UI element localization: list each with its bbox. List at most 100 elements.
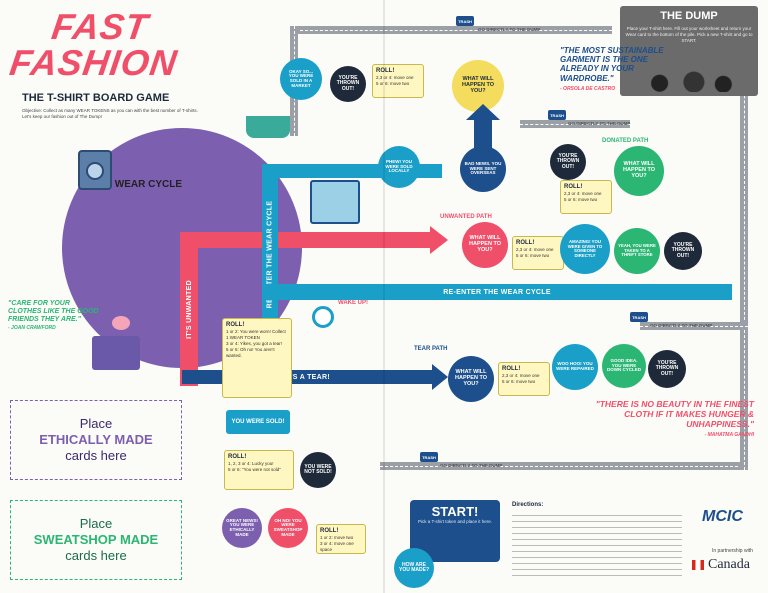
place-sweatshop-line1: Place [79,515,113,531]
laundry-basket-icon [246,116,290,138]
place-ethically-line2: ETHICALLY MADE [39,431,153,447]
directions-title: Directions: [512,502,544,508]
roll-card-sold: ROLL! 1, 2, 3 or 4: Lucky you! 5 or 6: "… [224,450,294,490]
roll-card-1-title: ROLL! [376,68,395,74]
wake-up-label: WAKE UP! [338,300,368,306]
quote-1: "THE MOST SUSTAINABLE GARMENT IS THE ONE… [560,46,680,93]
sold-locally-circle: PHEW! YOU WERE SOLD LOCALLY [378,146,420,188]
go-dump-4: GO DIRECTLY TO THE DUMP [440,463,503,468]
roll-card-2-line1: 2,3 or 4: move one [564,191,602,197]
roll-card-main-line1: 1 or 2: You were worn! Collect 1 WEAR TO… [226,329,286,341]
unwanted-arrow-head [430,226,448,254]
roll-card-1: ROLL! 2,3 or 4: move one 5 or 6: move tw… [372,64,424,98]
sent-overseas-circle: BAD NEWS. YOU WERE SENT OVERSEAS [460,146,506,192]
what-happen-circle-2: WHAT WILL HAPPEN TO YOU? [614,146,664,196]
unwanted-path-label: UNWANTED PATH [440,214,492,220]
what-happen-circle-1: WHAT WILL HAPPEN TO YOU? [452,60,504,112]
roll-card-main-line3: 5 or 6: Oh no! You aren't wanted. [226,347,275,359]
unwanted-band: IT'S UNWANTED [180,232,198,386]
how-made-circle: HOW ARE YOU MADE? [394,548,434,588]
wardrobe-icon [310,180,360,224]
roll-card-sold-line2: 5 or 6: "You were not sold" [228,467,281,473]
thrown-out-circle-2: YOU'RE THROWN OUT! [550,144,586,180]
what-happen-circle-3: WHAT WILL HAPPEN TO YOU? [462,222,508,268]
road-bottom [380,462,748,470]
roll-card-4-line1: 2,3 or 4: move one [502,373,540,379]
road-right-lower [740,330,748,470]
not-sold-circle: YOU WERE NOT SOLD! [300,452,336,488]
donated-path-label: DONATED PATH [602,138,649,144]
quote-3-text: "THERE IS NO BEAUTY IN THE FINEST CLOTH … [595,399,754,429]
place-ethically-line3: cards here [65,448,127,464]
mcic-logo: MCIC [702,508,743,525]
dresser-icon [92,336,140,370]
place-sweatshop-area[interactable]: Place SWEATSHOP MADE cards here [10,500,182,580]
directions-lines [512,510,682,580]
canada-wordmark: Canada [708,557,750,572]
trash-bags-icon [640,70,738,92]
tear-band: IT'S A TEAR! [182,370,432,384]
given-someone-circle: AMAZING! YOU WERE GIVEN TO SOMEONE DIREC… [560,224,610,274]
repaired-circle: WOO HOO! YOU WERE REPAIRED [552,344,598,390]
roll-card-start: ROLL! 1 or 2: move two 3 or 4: move one … [316,524,366,554]
place-ethically-area[interactable]: Place ETHICALLY MADE cards here [10,400,182,480]
trash-truck-2: TRASH [548,110,566,120]
quote-2-author: - JOAN CRAWFORD [8,325,56,332]
overseas-arrow [474,118,492,148]
road-right-vertical [740,40,748,330]
reenter-horizontal-band: RE-ENTER THE WEAR CYCLE [262,284,732,300]
reenter-horizontal-label: RE-ENTER THE WEAR CYCLE [443,288,551,296]
title-fashion: FASHION [7,42,180,83]
the-dump: THE DUMP Place your T-shirt here. Fill o… [620,6,758,96]
roll-card-2-title: ROLL! [564,184,583,190]
partner-label: In partnership with [712,548,753,554]
roll-card-start-title: ROLL! [320,528,339,534]
overseas-arrow-head [466,104,500,120]
sweatshop-made-circle: OH NO! YOU WERE SWEATSHOP MADE [268,508,308,548]
unwanted-label: IT'S UNWANTED [185,279,193,339]
quote-1-author: - ORSOLA DE CASTRO [560,85,616,92]
canada-flag-icon [692,560,704,570]
reenter-vertical-band: RE-ENTER THE WEAR CYCLE [262,164,278,344]
subtitle: THE T-SHIRT BOARD GAME [22,92,170,104]
roll-card-sold-title: ROLL! [228,454,247,460]
trash-truck-4: TRASH [420,452,438,462]
roll-card-2-line2: 5 or 6: move two [564,197,598,203]
go-dump-1: GO DIRECTLY TO THE DUMP [478,27,541,32]
directions: Directions: [512,502,682,588]
roll-card-start-line2: 3 or 4: move one space [320,541,354,553]
sold-label: YOU WERE SOLD! [231,419,285,425]
what-happen-circle-4: WHAT WILL HAPPEN TO YOU? [448,356,494,402]
roll-card-4-line2: 5 or 6: move two [502,379,536,385]
roll-card-3-line1: 2,3 or 4: move one [516,247,554,253]
unwanted-arrow [180,232,430,248]
alarm-clock-icon [312,306,334,328]
quote-3: "THERE IS NO BEAUTY IN THE FINEST CLOTH … [574,399,754,439]
dump-text: Place your T-shirt here. Fill out your w… [625,26,753,43]
tear-path-label: TEAR PATH [414,346,448,352]
roll-card-4: ROLL! 2,3 or 4: move one 5 or 6: move tw… [498,362,550,396]
thrown-out-circle-4: YOU'RE THROWN OUT! [648,350,686,388]
thrift-store-circle: YEAH, YOU WERE TAKEN TO A THRIFT STORE [614,228,660,274]
thrown-out-circle-3: YOU'RE THROWN OUT! [664,232,702,270]
quote-1-text: "THE MOST SUSTAINABLE GARMENT IS THE ONE… [560,46,664,83]
road-mid-right [640,322,748,330]
piggy-bank-icon [112,316,130,330]
roll-card-4-title: ROLL! [502,366,521,372]
roll-card-3-title: ROLL! [516,240,535,246]
dump-title: THE DUMP [660,10,718,22]
sold-market-circle: OKAY SO... YOU WERE SOLD IN A MARKET [280,58,322,100]
start-text: Pick a T-shirt token and place it here. [418,519,492,524]
roll-card-sold-line1: 1, 2, 3 or 4: Lucky you! [228,461,274,467]
place-sweatshop-line2: SWEATSHOP MADE [33,531,159,547]
quote-2-text: "CARE FOR YOUR CLOTHES LIKE THE GOOD FRI… [8,300,99,324]
road-mid [520,120,630,128]
go-dump-2: GO DIRECTLY TO THE DUMP [568,121,631,126]
go-dump-3: GO DIRECTLY TO THE DUMP [650,323,713,328]
roll-card-main-title: ROLL! [226,322,245,328]
trash-truck-3: TRASH [630,312,648,322]
quote-2: "CARE FOR YOUR CLOTHES LIKE THE GOOD FRI… [8,300,102,332]
roll-card-3: ROLL! 2,3 or 4: move one 5 or 6: move tw… [512,236,564,270]
board-fold [383,0,385,593]
